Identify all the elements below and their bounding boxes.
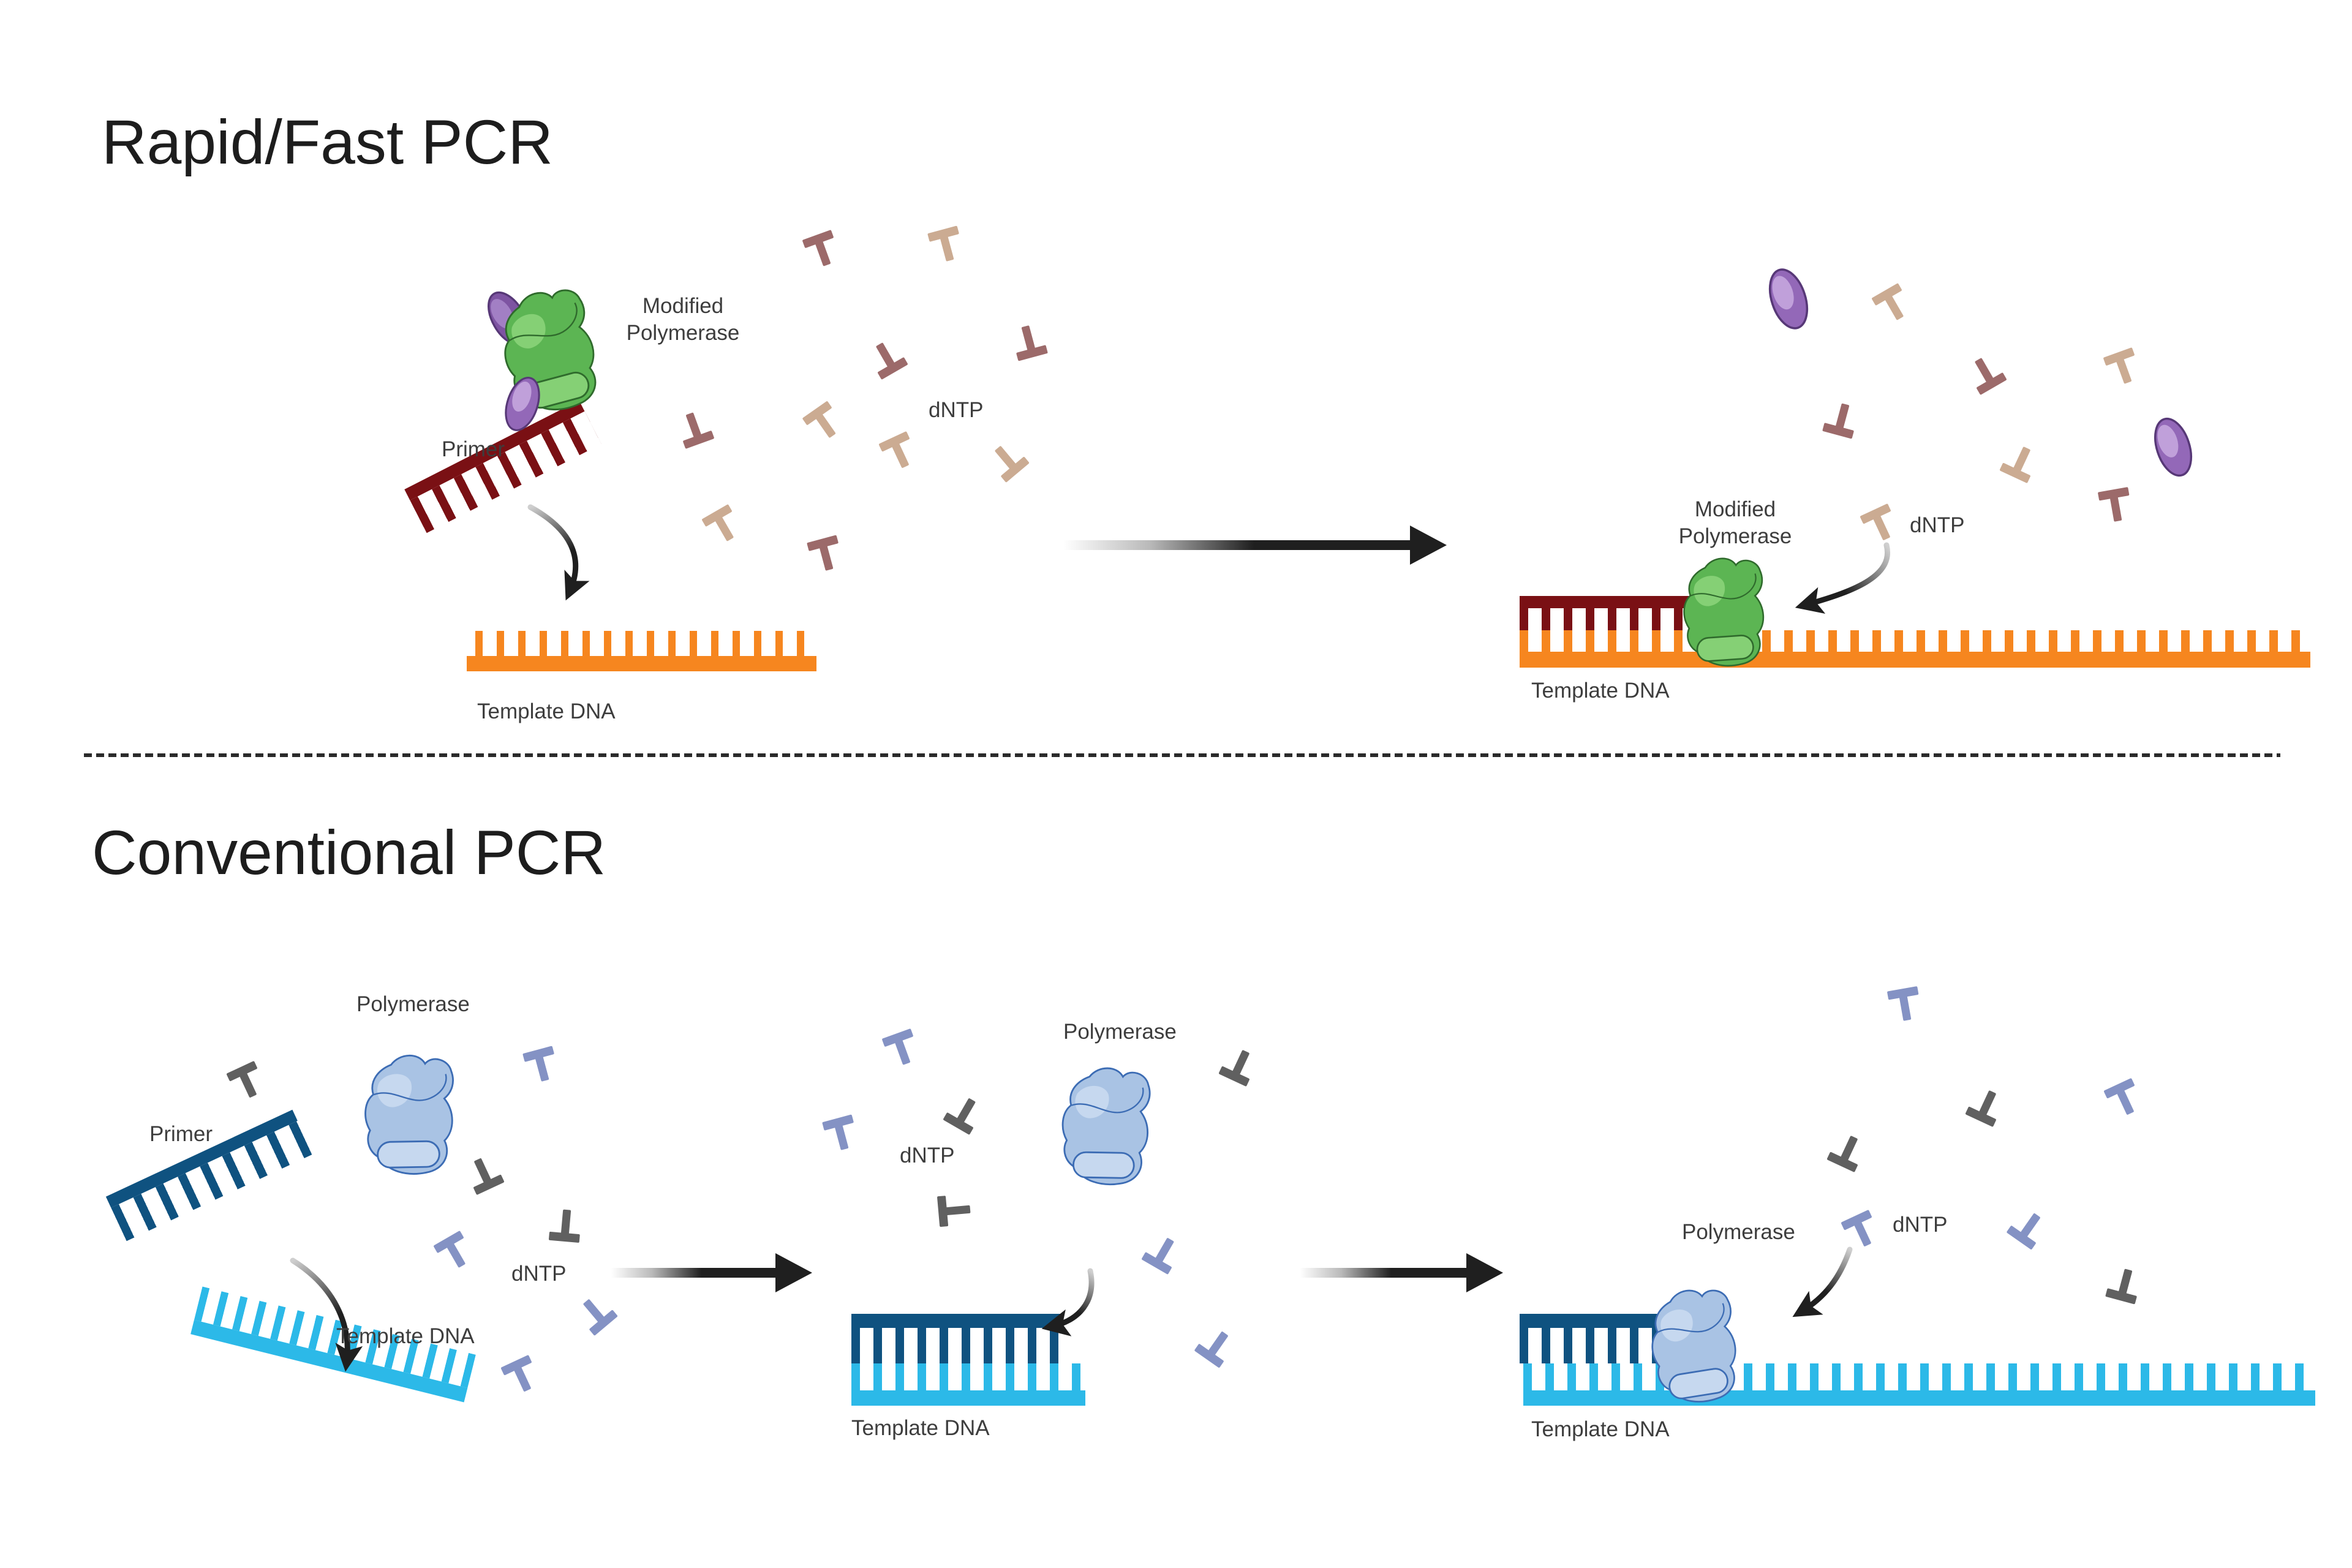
dntp-label: dNTP xyxy=(511,1262,567,1286)
primer-bases xyxy=(1520,608,1714,630)
dntp-icon xyxy=(2097,487,2133,524)
dntp-icon xyxy=(1965,1085,2006,1128)
modified-polymerase-label-line1: Modified xyxy=(642,294,724,318)
template-dna-strand xyxy=(467,656,816,671)
dntp-incorporation-arrow xyxy=(1795,542,1890,614)
polymerase-icon xyxy=(1055,1063,1156,1189)
transition-arrow xyxy=(1063,540,1410,550)
template-dna-label: Template DNA xyxy=(1531,1417,1670,1441)
polymerase-icon xyxy=(1650,1289,1738,1403)
polymerase-icon xyxy=(359,1051,459,1178)
dntp-icon xyxy=(2103,1077,2144,1120)
dntp-icon xyxy=(1871,282,1913,326)
dntp-icon xyxy=(802,230,842,270)
dntp-icon xyxy=(500,1354,541,1396)
dntp-icon xyxy=(1141,1232,1183,1275)
polymerase-label: Polymerase xyxy=(1682,1220,1795,1244)
dntp-icon xyxy=(937,1194,971,1227)
template-dna-strand xyxy=(1523,1390,2315,1406)
dntp-icon xyxy=(1194,1324,1238,1368)
section-title-conventional: Conventional PCR xyxy=(92,818,606,888)
dntp-icon xyxy=(2105,1265,2143,1305)
dntp-icon xyxy=(878,431,919,473)
modification-subunit-icon xyxy=(2147,413,2199,481)
modified-polymerase-label-line1: Modified xyxy=(1694,497,1776,521)
modified-polymerase-label: Modified Polymerase xyxy=(1679,496,1792,550)
dntp-icon xyxy=(701,503,744,547)
dntp-icon xyxy=(807,535,845,573)
dntp-icon xyxy=(463,1153,505,1196)
template-dna-bases xyxy=(851,1363,1085,1390)
dntp-icon xyxy=(1841,1209,1882,1251)
polymerase-label: Polymerase xyxy=(356,992,470,1016)
dntp-icon xyxy=(1860,503,1901,545)
template-dna-label: Template DNA xyxy=(851,1416,990,1440)
primer-label: Primer xyxy=(149,1122,213,1146)
polymerase-label: Polymerase xyxy=(1063,1020,1177,1044)
dntp-label: dNTP xyxy=(1893,1213,1948,1237)
dntp-icon xyxy=(1999,442,2040,484)
dntp-icon xyxy=(1822,400,1860,439)
dntp-icon xyxy=(865,337,908,380)
dntp-icon xyxy=(2006,1206,2050,1250)
primer-bases xyxy=(851,1328,1063,1363)
template-dna-strand xyxy=(851,1390,1085,1406)
dntp-icon xyxy=(548,1208,582,1243)
dntp-incorporation-arrow xyxy=(1792,1246,1853,1317)
dntp-label: dNTP xyxy=(929,398,984,422)
annealing-arrow xyxy=(527,504,590,601)
primer-label: Primer xyxy=(442,437,505,461)
transition-arrow xyxy=(1300,1268,1466,1278)
template-dna-bases xyxy=(1523,1363,2315,1390)
transition-arrow xyxy=(611,1268,775,1278)
dntp-label: dNTP xyxy=(900,1144,955,1167)
transition-arrow-head xyxy=(775,1253,812,1292)
modified-polymerase-label: Modified Polymerase xyxy=(627,293,740,347)
dntp-icon xyxy=(574,1292,618,1336)
dntp-icon xyxy=(1010,322,1048,361)
template-dna-bases xyxy=(1520,630,2310,652)
modified-polymerase-icon xyxy=(1681,556,1766,668)
transition-arrow-head xyxy=(1466,1253,1503,1292)
dntp-icon xyxy=(226,1060,267,1102)
modified-polymerase-label-line2: Polymerase xyxy=(1678,524,1792,548)
template-dna-label: Template DNA xyxy=(477,699,616,723)
template-dna-label: Template DNA xyxy=(1531,679,1670,703)
primer-strand xyxy=(851,1314,1063,1328)
dntp-icon xyxy=(986,439,1030,483)
dntp-icon xyxy=(433,1230,475,1273)
section-title-rapid: Rapid/Fast PCR xyxy=(102,107,553,177)
modification-subunit-icon xyxy=(1762,263,1815,334)
dntp-icon xyxy=(822,1114,860,1153)
primer-strand xyxy=(1520,596,1714,608)
transition-arrow-head xyxy=(1410,526,1447,565)
dntp-label: dNTP xyxy=(1910,513,1965,537)
dntp-icon xyxy=(943,1092,985,1136)
dntp-icon xyxy=(522,1046,560,1084)
dntp-icon xyxy=(2103,347,2143,388)
dntp-icon xyxy=(675,409,715,449)
modified-polymerase-label-line2: Polymerase xyxy=(626,320,740,345)
dntp-icon xyxy=(927,225,965,264)
template-dna-strand xyxy=(1520,652,2310,668)
dntp-icon xyxy=(1964,352,2007,396)
dntp-icon xyxy=(1887,986,1923,1023)
dntp-icon xyxy=(881,1028,922,1069)
modified-polymerase-icon xyxy=(497,286,601,416)
section-divider xyxy=(84,753,2280,757)
dntp-icon xyxy=(1218,1045,1259,1087)
dntp-icon xyxy=(802,401,846,444)
dntp-icon xyxy=(1826,1131,1868,1173)
template-dna-label: Template DNA xyxy=(336,1324,475,1348)
template-dna-bases xyxy=(475,631,816,656)
